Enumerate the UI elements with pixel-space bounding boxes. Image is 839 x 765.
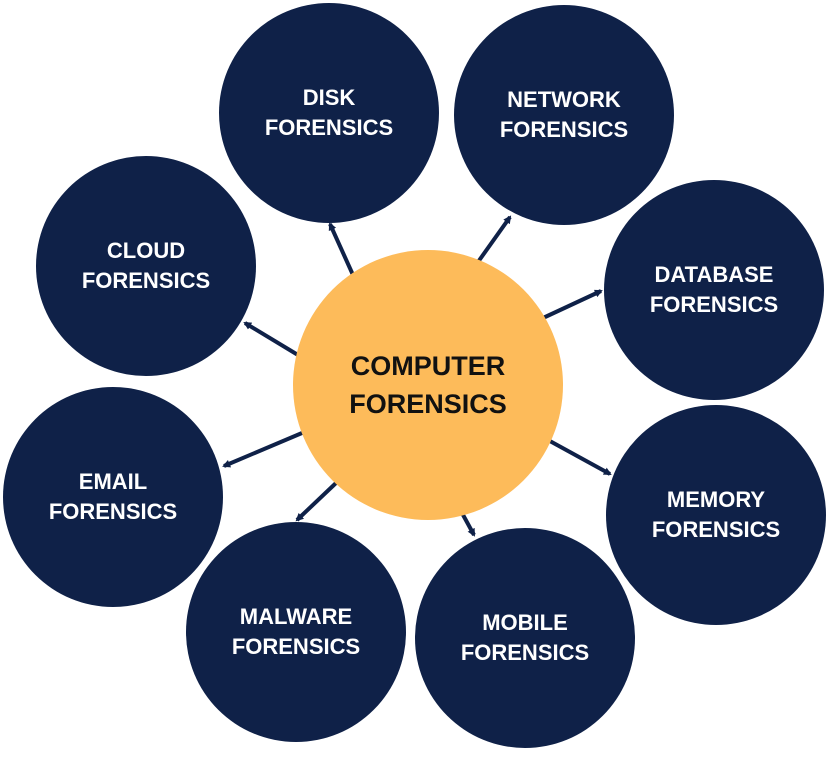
arrow-database [542, 289, 603, 320]
node-label: MEMORY FORENSICS [651, 487, 781, 542]
arrow-disk [328, 222, 355, 276]
node-mobile-forensics: MOBILE FORENSICS [415, 528, 635, 748]
node-label: EMAIL FORENSICS [48, 469, 178, 524]
node-database-forensics: DATABASE FORENSICS [604, 180, 824, 400]
arrow-email [222, 431, 303, 468]
node-label: DATABASE FORENSICS [649, 262, 779, 317]
arrow-cloud [243, 321, 300, 357]
center-node-computer-forensics: COMPUTER FORENSICS [293, 250, 563, 520]
node-email-forensics: EMAIL FORENSICS [3, 387, 223, 607]
node-label: NETWORK FORENSICS [499, 87, 629, 142]
node-network-forensics: NETWORK FORENSICS [454, 5, 674, 225]
node-cloud-forensics: CLOUD FORENSICS [36, 156, 256, 376]
node-label: MALWARE FORENSICS [231, 604, 361, 659]
arrow-mobile [460, 512, 476, 537]
node-malware-forensics: MALWARE FORENSICS [186, 522, 406, 742]
center-label: COMPUTER FORENSICS [349, 351, 507, 419]
arrow-network [476, 215, 512, 264]
node-label: DISK FORENSICS [264, 85, 394, 140]
node-label: MOBILE FORENSICS [460, 610, 590, 665]
arrow-memory [547, 438, 612, 476]
node-memory-forensics: MEMORY FORENSICS [606, 405, 826, 625]
node-label: CLOUD FORENSICS [81, 238, 211, 293]
arrow-malware [295, 481, 338, 522]
node-disk-forensics: DISK FORENSICS [219, 3, 439, 223]
